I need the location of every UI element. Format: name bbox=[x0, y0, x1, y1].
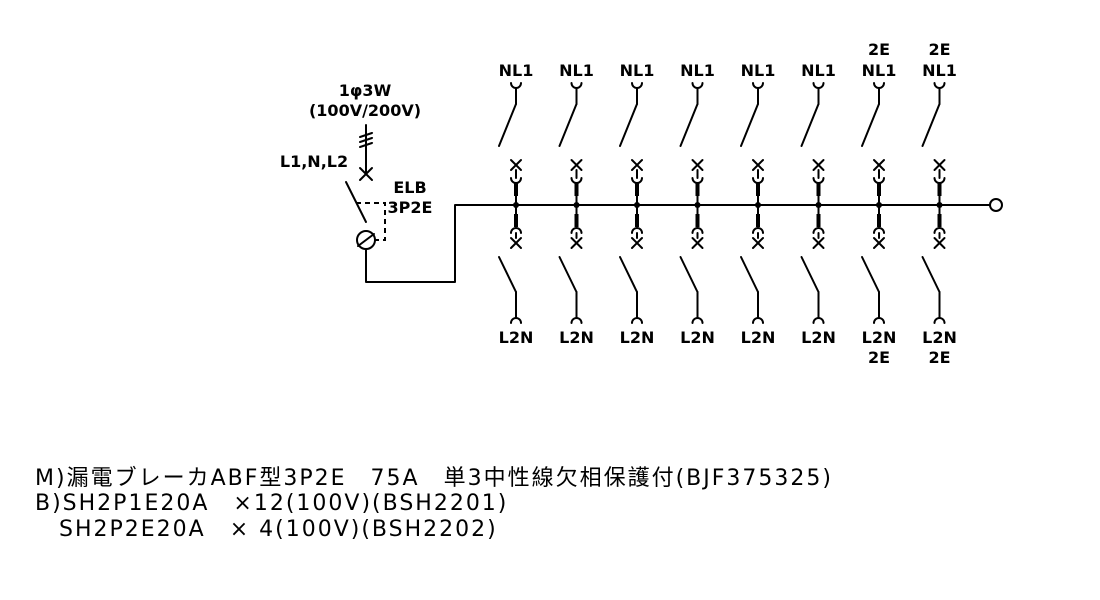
branch-top-label: NL1 bbox=[499, 61, 534, 80]
terminal-icon bbox=[691, 317, 704, 324]
branch-top-label: NL1 bbox=[741, 61, 776, 80]
branch-bottom-label: 2E bbox=[868, 348, 890, 367]
branch-bottom-label: L2N bbox=[922, 328, 957, 347]
branch-bottom-label: L2N bbox=[499, 328, 534, 347]
note-main-breaker: M)漏電ブレーカABF型3P2E 75A 単3中性線欠相保護付(BJF37532… bbox=[35, 466, 833, 491]
branch-bottom-label: L2N bbox=[801, 328, 836, 347]
elb-poles-label: 3P2E bbox=[388, 198, 433, 217]
supply-type-label: 1φ3W bbox=[339, 81, 392, 100]
terminal-icon bbox=[570, 317, 583, 324]
branch-bottom-label: L2N bbox=[862, 328, 897, 347]
supply-voltage-label: (100V/200V) bbox=[309, 101, 421, 120]
branch-top-label: NL1 bbox=[559, 61, 594, 80]
branch-top-label: 2E bbox=[868, 40, 890, 59]
branch-top-label: NL1 bbox=[922, 61, 957, 80]
branch-bottom-label: L2N bbox=[559, 328, 594, 347]
branch-bottom-label: 2E bbox=[928, 348, 950, 367]
branch-breakers: NL1L2NNL1L2NNL1L2NNL1L2NNL1L2NNL1L2N2ENL… bbox=[498, 40, 957, 367]
terminal-icon bbox=[752, 317, 764, 324]
branch-top-label: NL1 bbox=[862, 61, 897, 80]
branch-top-label: NL1 bbox=[801, 61, 836, 80]
terminal-icon bbox=[812, 317, 825, 324]
terminal-icon bbox=[933, 317, 946, 324]
supply-lines-label: L1,N,L2 bbox=[280, 152, 348, 171]
terminal-icon bbox=[631, 317, 643, 324]
branch-bottom-label: L2N bbox=[680, 328, 715, 347]
note-branch-breaker-2: SH2P2E20A × 4(100V)(BSH2202) bbox=[35, 517, 498, 542]
branch-top-label: NL1 bbox=[620, 61, 655, 80]
note-branch-breaker-1: B)SH2P1E20A ×12(100V)(BSH2201) bbox=[35, 491, 508, 516]
main-elb-symbol bbox=[345, 124, 1003, 283]
branch-bottom-label: L2N bbox=[620, 328, 655, 347]
terminal-icon bbox=[510, 317, 522, 324]
branch-top-label: NL1 bbox=[680, 61, 715, 80]
elb-type-label: ELB bbox=[393, 178, 426, 197]
terminal-icon bbox=[873, 317, 885, 324]
branch-top-label: 2E bbox=[928, 40, 950, 59]
branch-bottom-label: L2N bbox=[741, 328, 776, 347]
